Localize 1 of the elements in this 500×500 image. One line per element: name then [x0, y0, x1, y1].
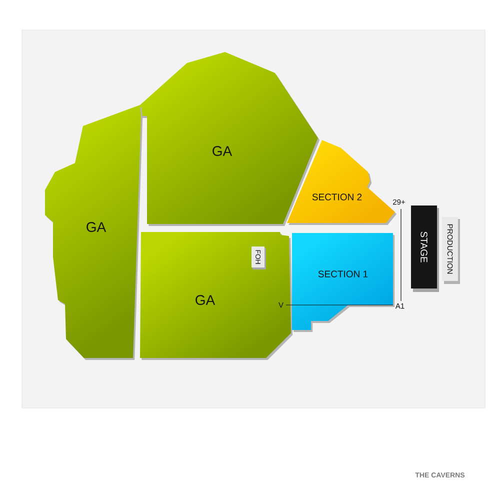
- stage-block: STAGE: [411, 206, 439, 292]
